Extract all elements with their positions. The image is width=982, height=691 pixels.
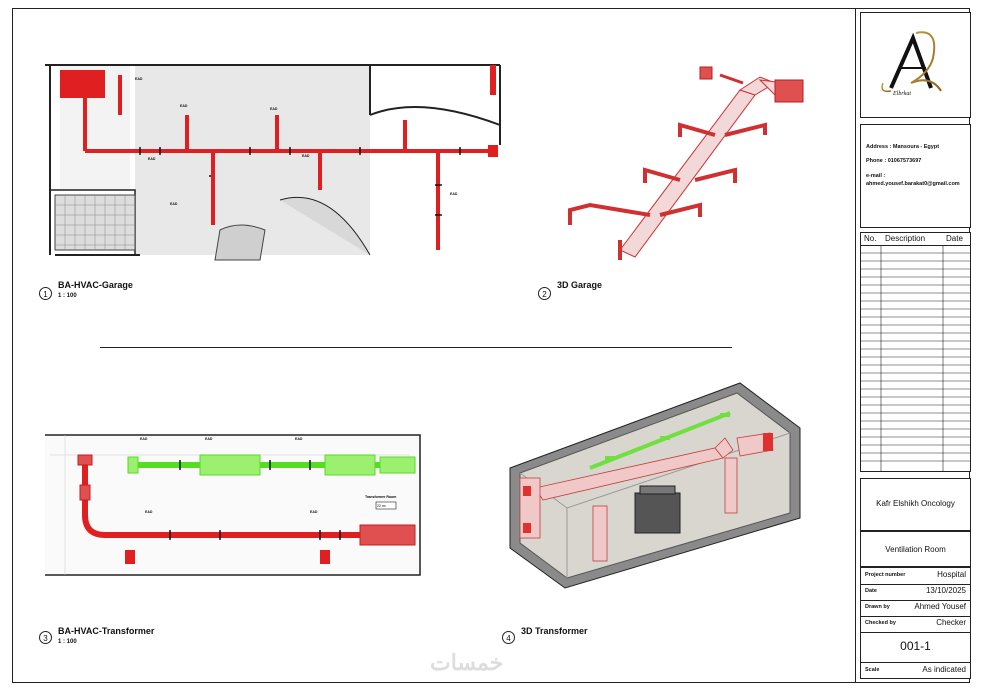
svg-text:EAD: EAD (148, 157, 156, 161)
project-number-row: Project number Hospital (861, 568, 970, 585)
checked-by-label: Checked by (865, 620, 896, 626)
phone-text: Phone : 01067573697 (866, 158, 922, 164)
view-title-2: 3D Garage (557, 280, 603, 290)
revision-header: No. Description Date (861, 233, 970, 246)
revision-table: No. Description Date (860, 232, 971, 472)
view-title-4: 3D Transformer (521, 626, 588, 636)
svg-text:EAD: EAD (170, 202, 178, 206)
checked-by-row: Checked by Checker (861, 616, 970, 633)
view-scale-3: 1 : 100 (58, 639, 77, 645)
project-number-value: Hospital (937, 570, 966, 579)
sheet-info-panel: Project number Hospital Date 13/10/2025 … (860, 567, 971, 679)
rev-col-no: No. (864, 234, 877, 243)
view-number-2: 2 (538, 287, 551, 300)
ead-tag: EAD (135, 77, 143, 81)
view-scale-1: 1 : 100 (58, 293, 77, 299)
svg-text:EAD: EAD (205, 437, 213, 441)
contact-panel: Address : Mansoura - Egypt Phone : 01067… (860, 124, 971, 228)
rev-col-date: Date (946, 234, 963, 243)
transformer-3d-drawing (509, 382, 801, 589)
view-separator (100, 347, 732, 348)
watermark: خمسات (430, 650, 504, 675)
date-row: Date 13/10/2025 (861, 584, 970, 601)
view-number-3: 3 (39, 631, 52, 644)
drawn-by-row: Drawn by Ahmed Yousef (861, 600, 970, 617)
rev-col-description: Description (885, 234, 926, 243)
address-text: Address : Mansoura - Egypt (866, 144, 940, 150)
view-number-4: 4 (502, 631, 515, 644)
drawn-by-value: Ahmed Yousef (914, 602, 966, 611)
svg-text:EAD: EAD (180, 104, 188, 108)
sheet-name: Ventilation Room (885, 545, 946, 554)
svg-text:EAD: EAD (140, 437, 148, 441)
sheet-number: 001-1 (900, 639, 931, 653)
title-block-divider (855, 8, 856, 683)
email-value: ahmed.yousef.barakat0@gmail.com (866, 181, 960, 187)
garage-3d-drawing (568, 66, 804, 260)
drawn-by-label: Drawn by (865, 604, 890, 610)
date-label: Date (865, 588, 877, 594)
svg-text:EAD: EAD (145, 510, 153, 514)
scale-value: As indicated (922, 665, 966, 674)
logo-text: Elbrkat (893, 91, 911, 97)
scale-row: Scale As indicated (861, 662, 970, 678)
scale-label: Scale (865, 667, 880, 673)
checked-by-value: Checker (936, 618, 966, 627)
project-number-label: Project number (865, 572, 906, 578)
svg-text:EAD: EAD (270, 107, 278, 111)
view-title-1: BA-HVAC-Garage (58, 280, 133, 290)
svg-text:EAD: EAD (450, 192, 458, 196)
transformer-plan-drawing: 22 m² Transformer Room EAD EAD EAD EAD E… (45, 434, 421, 576)
view-number-1: 1 (39, 287, 52, 300)
svg-text:EAD: EAD (295, 437, 303, 441)
svg-text:EAD: EAD (302, 154, 310, 158)
logo-mark (881, 31, 942, 93)
garage-plan-drawing: EAD EAD EAD EAD EAD EAD EAD (45, 64, 501, 261)
room-label: Transformer Room (365, 495, 396, 499)
room-tag: 22 m² (377, 504, 387, 508)
project-name: Kafr Elshikh Oncology (876, 499, 955, 508)
sheet-name-panel: Ventilation Room (860, 531, 971, 567)
sheet-number-row: 001-1 (861, 632, 970, 663)
date-value: 13/10/2025 (925, 586, 966, 595)
email-label: e-mail : (866, 173, 886, 179)
revision-grid (861, 245, 970, 471)
logo-panel: Elbrkat (860, 12, 971, 118)
view-title-3: BA-HVAC-Transformer (58, 626, 155, 636)
svg-text:EAD: EAD (310, 510, 318, 514)
project-name-panel: Kafr Elshikh Oncology (860, 478, 971, 531)
